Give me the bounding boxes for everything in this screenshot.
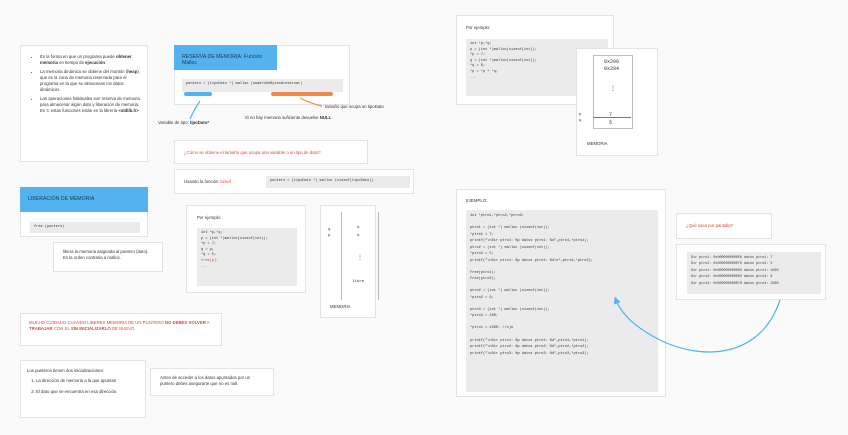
mem-top-q: q [579,119,582,123]
mem-top-divider [593,117,631,118]
init-item: El dato que se encuentra en esa direcció… [36,389,139,395]
init-title: Los punteros tienen dos inicializaciones… [27,368,104,373]
ejemplo-small-card: Por ejemplo: int *p,*q;p = (int *)malloc… [186,205,306,293]
note-null: Si no hay memoria suficiente devuelve NU… [245,115,332,120]
mem-top-dots: ⋮ [610,85,616,92]
code-line: int *p,*q; [201,231,223,235]
init-note: Antes de acceder a los datos apuntados p… [150,368,274,396]
code-line: *ptro2 = 5; [470,252,494,257]
mem-small-libre: libre [352,280,365,284]
mem-small-cell-1: Δ [357,226,360,230]
code-line: Dir ptro3: 0x000000000070 datos ptro3: 1… [691,281,779,286]
code-line: *ptro3 = 200; [470,314,499,319]
code-line: ptro2 = (int *) malloc (sizeof(int)); [470,289,550,294]
code-line: q = p; [201,247,214,252]
code-line: *ptro2 = 9; [470,295,494,300]
memoria-top-column [593,55,633,129]
code-line: printf("\nDir ptro1: %p datos ptro1: %d"… [470,239,589,244]
code-line: ... [201,264,208,269]
code-line: printf("\nDir ptro1: %p datos ptro1: %d"… [470,338,589,343]
code-line: *p = *p + *q; [470,69,499,74]
mem-top-val-q: 5 [609,120,613,126]
ejemplo-small-label: Por ejemplo: [197,215,222,220]
code-line: p = (int *)malloc(sizeof(int)); [201,236,268,241]
code-line: printf("\nDir ptro2: %p datos ptro2: %d"… [470,345,589,350]
code-line: Dir ptro1: 0x000000000050 datos ptro1: 1… [691,268,779,273]
memoria-top-card: 0x200 0x204 ⋮ p q 7 5 MEMORIA [576,48,658,156]
init-card: Los punteros tienen dos inicializaciones… [20,360,146,418]
code-line: Dir ptro2: 0x000000000050 datos ptro2: 9 [691,275,773,280]
reserva-title: RESERVA DE MEMORIA: Función Malloc [174,45,277,70]
intro-bullet: La memoria dinámica se obtiene del montó… [40,69,140,93]
output-console: Dir ptro1: 0x000000000050 datos ptro1: 7… [687,252,821,294]
mem-top-p: p [579,113,582,117]
code-line: int *ptro1,*ptro2,*ptro3; [470,214,524,218]
code-line: printf("\nDir ptro1: %p datos ptro1: %d\… [470,258,593,263]
type-underline [184,92,212,96]
code-line: ptro1 = (int *) malloc (sizeof(int)); [470,226,550,231]
bytes-highlight: numeroDeBytesAreservar [252,82,301,86]
liberacion-title: LIBERACIÓN DE MEMORIA [20,187,148,212]
ejemplo-top-label: Por ejemplo: [466,25,491,30]
warning-card: MUCHO CUIDADO CUANDO LIBERES MEMORIA DE … [20,313,222,346]
code-line: *ptro1 = 7; [470,232,494,237]
mem-top-label: MEMORIA [587,141,608,146]
code-line: free(p); [201,258,219,263]
mem-small-q: q [328,228,331,232]
mem-top-addr1: 0x200 [604,59,620,65]
mem-small-p: p [328,234,331,238]
ejemplo-big-label: EJEMPLO: [466,198,488,203]
code-line: Dir ptro1: 0x000000000050 datos ptro1: 7 [691,256,773,260]
code-line: ptro2 = (int *) malloc (sizeof(int)); [470,245,550,250]
ejemplo-big-code: int *ptro1,*ptro2,*ptro3; ptro1 = (int *)… [466,210,658,392]
code-line: free(ptro2); [470,277,496,282]
free-code: free (puntero) [30,222,140,233]
intro-card: Es la forma en que un programa puede obt… [20,45,148,162]
memoria-small-card: q p Δ Δ ⋮ libre MEMORIA [320,205,379,318]
malloc-code: puntero = (tipoDato *) malloc (numeroDeB… [182,79,343,92]
sizeof-code: puntero = (tipoDato *) malloc (sizeof(ti… [266,176,410,188]
code-line: free(ptro1); [470,270,496,275]
note-tipo: Variable de tipo: tipoDato* [158,120,210,125]
init-list: La dirección de memoria a la que apuntan… [27,378,139,395]
code-line: ptro3 = (int *) malloc (sizeof(int)); [470,307,550,312]
code-line: *p = 7; [470,53,486,58]
sizeof-label: Usando la función sizeof [184,179,231,184]
ejemplo-small-code: int *p,*q;p = (int *)malloc(sizeof(int))… [197,228,297,286]
code-line: int *p,*q; [470,42,492,46]
note-tamano: tamaño que ocupa un tipoDato [325,104,384,109]
code-line: q = (int *)malloc(sizeof(int)); [470,58,537,63]
mem-top-val-p: 7 [609,112,613,118]
sizeof-card: Usando la función sizeof puntero = (tipo… [174,169,414,194]
mem-small-cell-2: Δ [357,234,360,238]
code-line: *q = 5; [470,64,486,69]
mem-small-label: MEMORIA [330,304,351,309]
intro-bullet: Es la forma en que un programa puede obt… [40,54,140,66]
liberacion-note: libera la memoria asignada al puntero (d… [53,242,163,272]
code-line: *ptro1 = 1500; //ojo [470,326,514,331]
mem-top-addr2: 0x204 [604,66,620,72]
code-line: *q = 5; [201,253,217,258]
question-output: ¿Qué saca por pantalla? [676,213,772,239]
intro-bullet: Las operaciones habituales son reserva d… [40,96,140,114]
code-line: *p = 7; [201,242,217,247]
init-item: La dirección de memoria a la que apuntan [36,378,139,384]
mem-small-dots: ⋮ [357,254,363,261]
code-line: p = (int *)malloc(sizeof(int)); [470,47,537,52]
ejemplo-big-card: EJEMPLO: int *ptro1,*ptro2,*ptro3; ptro1 … [456,189,666,397]
memoria-small-column [341,212,379,300]
output-card: Dir ptro1: 0x000000000050 datos ptro1: 7… [676,244,826,300]
code-line: printf("\nDir ptro3: %p datos ptro3: %d"… [470,351,589,356]
question-sizeof: ¿Cómo se obtiene el tamaño que ocupa una… [174,140,368,164]
code-line: ... [470,75,477,80]
bytes-underline [271,92,333,96]
code-line: Dir ptro2: 0x000000000070 datos ptro2: 5 [691,262,773,267]
intro-bullet-list: Es la forma en que un programa puede obt… [31,54,140,114]
